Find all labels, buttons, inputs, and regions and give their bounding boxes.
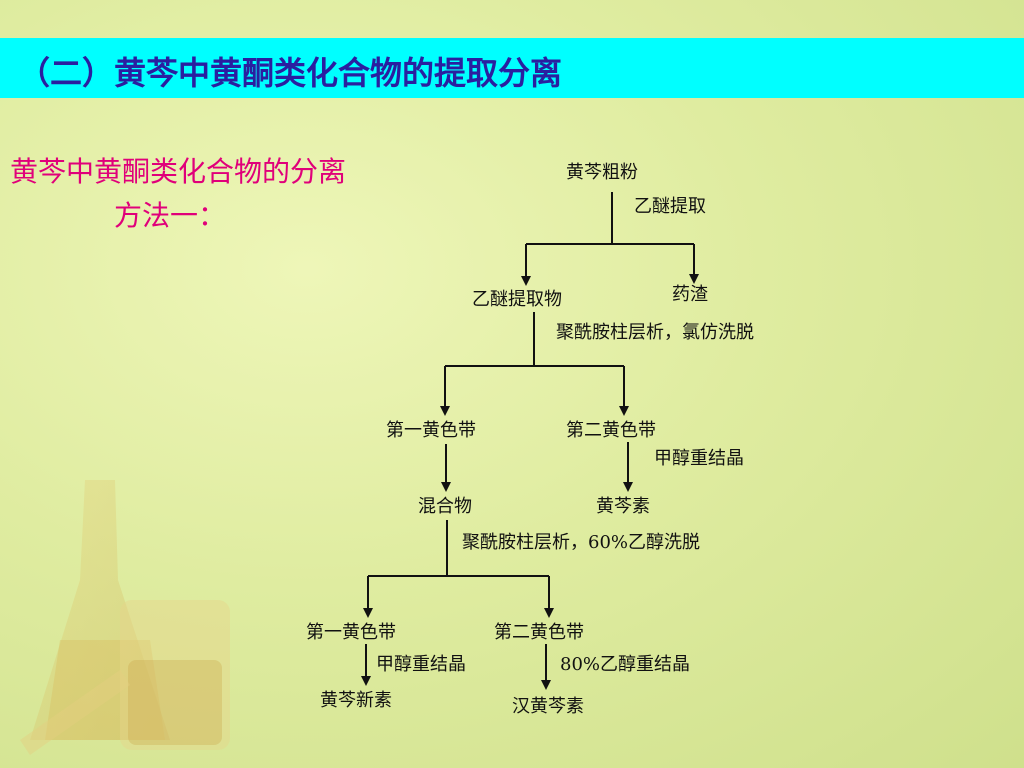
step-ether-extraction: 乙醚提取 (634, 196, 706, 217)
step-methanol-recrystallize-1: 甲醇重结晶 (654, 448, 744, 469)
node-ether-extract: 乙醚提取物 (472, 289, 562, 310)
node-first-yellow-band-2: 第一黄色带 (306, 622, 396, 643)
node-second-yellow-band-2: 第二黄色带 (494, 622, 584, 643)
step-methanol-recrystallize-2: 甲醇重结晶 (376, 654, 466, 675)
node-mixture: 混合物 (418, 496, 472, 517)
title-bar: （二）黄芩中黄酮类化合物的提取分离 (0, 38, 1024, 98)
subtitle: 黄芩中黄酮类化合物的分离 方法一： (10, 150, 430, 238)
node-baicalein: 黄芩素 (596, 496, 650, 517)
subtitle-line-1: 黄芩中黄酮类化合物的分离 (10, 155, 347, 188)
step-polyamide-chloroform: 聚酰胺柱层析，氯仿洗脱 (556, 322, 754, 343)
subtitle-line-2: 方法一： (114, 199, 227, 232)
node-crude-powder: 黄芩粗粉 (566, 162, 638, 183)
node-second-yellow-band-1: 第二黄色带 (566, 420, 656, 441)
node-residue: 药渣 (672, 284, 708, 305)
step-polyamide-ethanol: 聚酰胺柱层析，60%乙醇洗脱 (462, 532, 700, 553)
page-title: （二）黄芩中黄酮类化合物的提取分离 (18, 54, 563, 92)
node-neobaicalein: 黄芩新素 (320, 690, 392, 711)
node-first-yellow-band-1: 第一黄色带 (386, 420, 476, 441)
node-wogonin: 汉黄芩素 (512, 696, 584, 717)
glassware-illustration (20, 480, 230, 755)
step-ethanol-recrystallize: 80%乙醇重结晶 (560, 654, 690, 675)
